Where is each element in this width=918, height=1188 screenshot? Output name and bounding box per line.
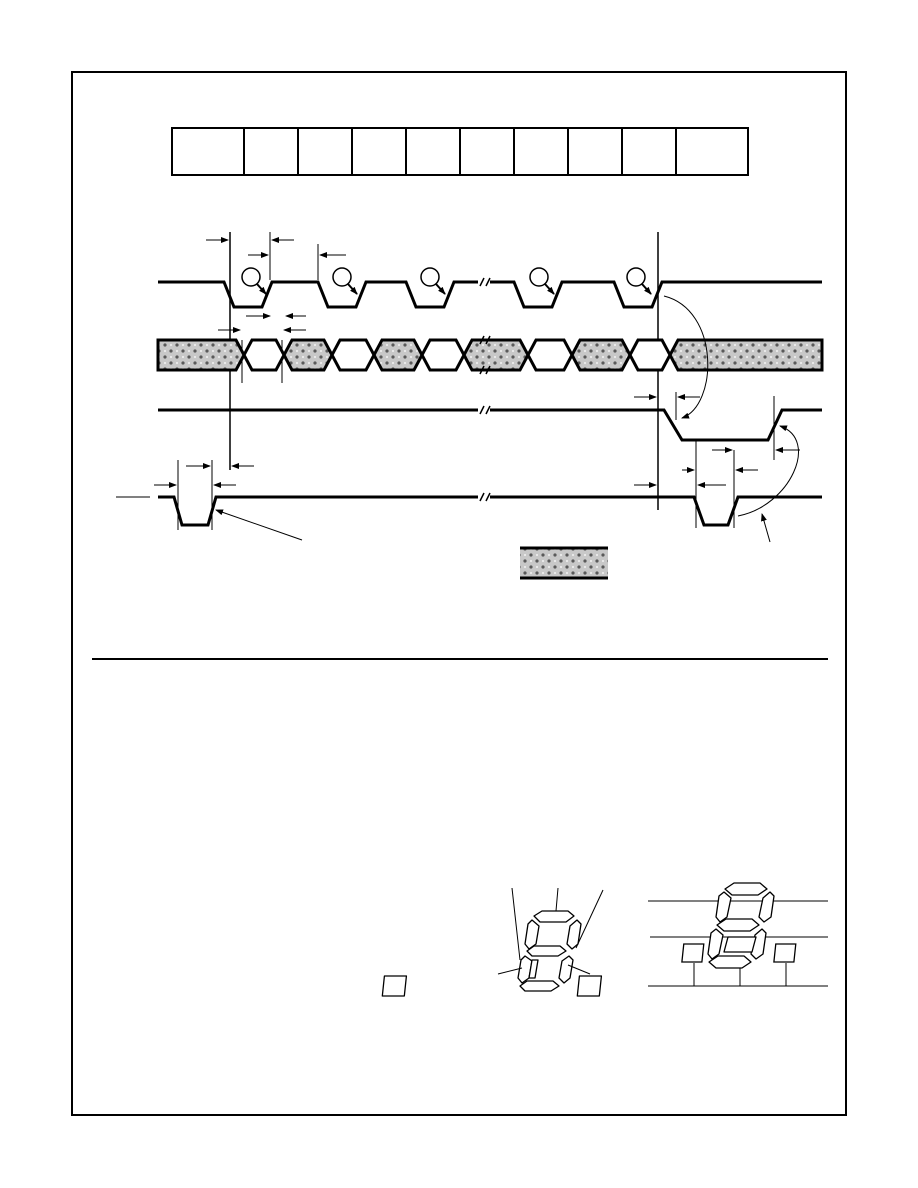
- magnifier-icon: [332, 267, 358, 295]
- segment: [526, 945, 567, 957]
- causality-arrow: [737, 425, 799, 517]
- data-bus-valid: [330, 338, 376, 372]
- enable-waveform: [158, 495, 478, 527]
- segment: [558, 955, 574, 984]
- callout-leader: [761, 513, 771, 543]
- magnifier-icon: [626, 267, 652, 295]
- pad: [773, 943, 797, 963]
- strobe-waveform: [490, 408, 822, 442]
- pad: [576, 975, 603, 997]
- data-bus-undefined: [282, 338, 334, 372]
- break-mark: [479, 492, 491, 502]
- data-bus-undefined: [570, 338, 632, 372]
- segment: [708, 955, 752, 969]
- magnifier-icon: [420, 267, 446, 295]
- enable-waveform: [490, 495, 822, 527]
- magnifier-icon: [529, 267, 555, 295]
- data-bus-undefined: [156, 338, 246, 372]
- data-bus-undefined: [372, 338, 424, 372]
- pad: [681, 943, 705, 963]
- hatch-legend-swatch: [520, 548, 608, 578]
- segment: [716, 918, 760, 932]
- clock-waveform: [158, 280, 478, 309]
- data-bus-valid-windows: [242, 338, 672, 372]
- break-mark: [479, 335, 491, 375]
- callout-leader: [215, 509, 303, 541]
- segment: [528, 959, 539, 979]
- magnifier-icon: [241, 267, 267, 295]
- segment: [758, 891, 775, 923]
- data-bus-undefined: [668, 338, 824, 372]
- segment: [715, 891, 732, 923]
- segment: [519, 980, 560, 992]
- segment: [723, 936, 757, 953]
- seven-segment-figure-left: [381, 887, 604, 997]
- segment: [533, 910, 575, 923]
- segment: [524, 919, 540, 950]
- segment: [707, 928, 724, 960]
- clock-waveform: [490, 280, 822, 309]
- bit-table: [171, 127, 749, 176]
- hatch-legend: [520, 546, 608, 580]
- seven-segment-figure-right: [648, 882, 828, 987]
- data-bus-valid: [526, 338, 574, 372]
- timing-diagram: [116, 232, 824, 580]
- causality-arrow: [663, 295, 709, 419]
- segment: [566, 919, 582, 950]
- data-bus-valid: [628, 338, 672, 372]
- break-mark: [479, 405, 491, 415]
- data-bus-hatched-regions: [156, 338, 824, 372]
- segment: [724, 882, 768, 896]
- data-bus-valid: [420, 338, 466, 372]
- page-frame: [71, 71, 847, 1116]
- data-bus-undefined: [462, 338, 530, 372]
- data-bus-valid: [242, 338, 286, 372]
- break-mark: [479, 277, 491, 287]
- pad: [381, 975, 408, 997]
